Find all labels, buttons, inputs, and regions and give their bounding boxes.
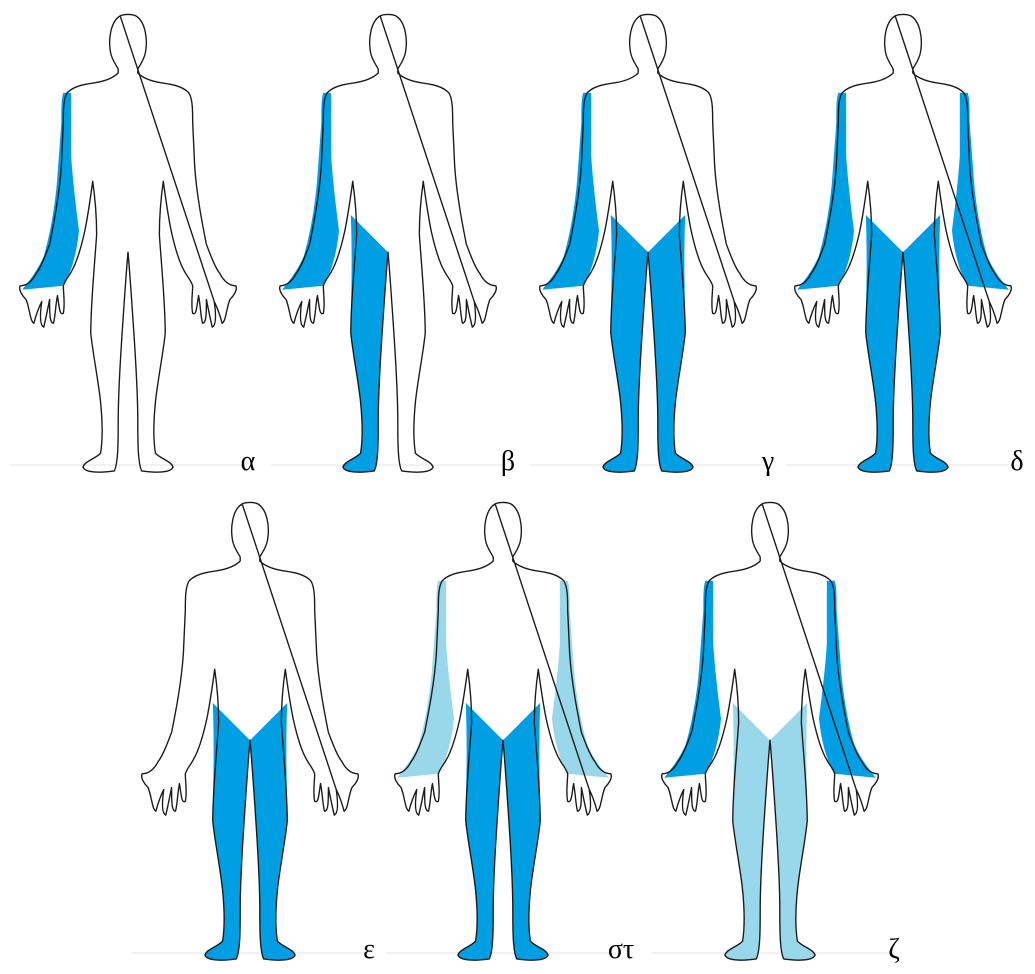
body-figure <box>132 502 367 960</box>
right-arm-region <box>664 581 721 778</box>
figure-label: γ <box>761 446 774 477</box>
body-figure <box>10 14 245 472</box>
figure-label: ε <box>363 934 375 965</box>
body-figure <box>652 502 887 960</box>
body-outline <box>142 502 359 960</box>
figure-label: α <box>241 446 256 477</box>
body-figure <box>530 14 765 472</box>
figure-label: ζ <box>888 934 900 965</box>
body-figure <box>385 502 620 960</box>
left-arm-region <box>952 93 1009 290</box>
figure-label: β <box>501 446 515 477</box>
right-arm-region <box>797 93 854 290</box>
right-arm-region <box>397 581 454 778</box>
body-figure <box>270 14 505 472</box>
left-arm-region <box>819 581 876 778</box>
left-arm-region <box>552 581 609 778</box>
figure-label: στ <box>608 934 634 965</box>
body-figure <box>785 14 1020 472</box>
right-arm-region <box>22 93 79 290</box>
figure-label: δ <box>1010 446 1023 477</box>
right-arm-region <box>542 93 599 290</box>
figures-layer: α β γ δ ε στ ζ <box>10 14 1023 965</box>
right-arm-region <box>282 93 339 290</box>
